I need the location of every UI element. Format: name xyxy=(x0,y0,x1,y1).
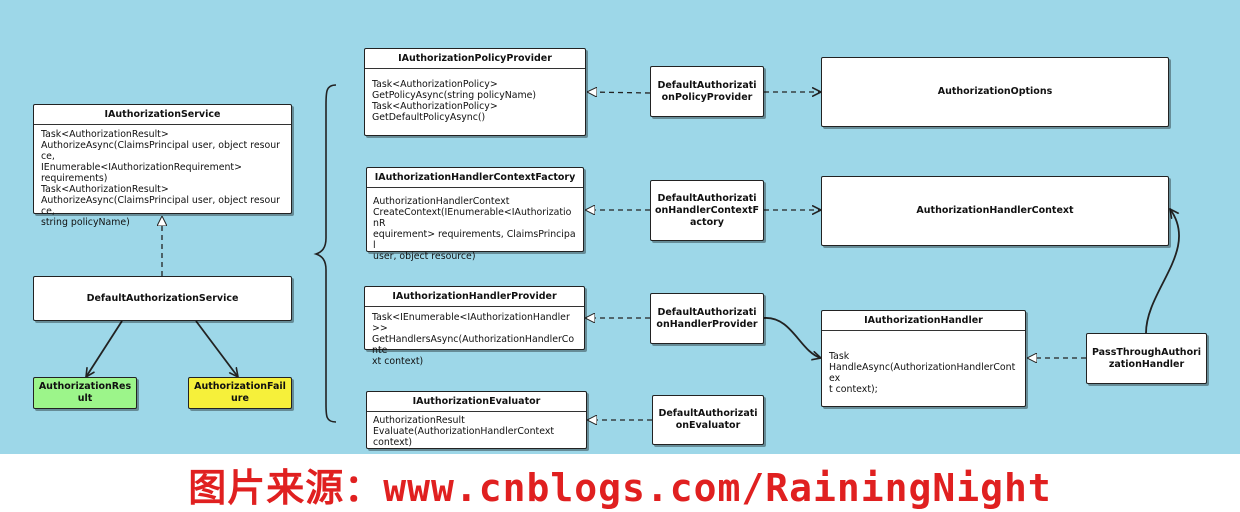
default-authorization-handler-provider-box: DefaultAuthorizati onHandlerProvider xyxy=(650,293,764,344)
authorization-options-box: AuthorizationOptions xyxy=(821,57,1169,127)
box-label: DefaultAuthorizationService xyxy=(86,292,239,304)
box-body: Task<AuthorizationResult> AuthorizeAsync… xyxy=(41,129,281,228)
authorization-handler-context-box: AuthorizationHandlerContext xyxy=(821,176,1169,246)
iauthorization-handler-provider-box: IAuthorizationHandlerProvider Task<IEnum… xyxy=(364,286,585,367)
box-label: DefaultAuthorizati onHandlerContextF act… xyxy=(655,192,760,228)
box-title: IAuthorizationService xyxy=(34,105,291,125)
box-label: AuthorizationFail ure xyxy=(194,381,286,404)
box-body: AuthorizationResult Evaluate(Authorizati… xyxy=(373,415,555,448)
authorization-failure-box: AuthorizationFail ure xyxy=(188,377,292,409)
box-body: Task<AuthorizationPolicy> GetPolicyAsync… xyxy=(372,79,537,123)
default-authorization-policy-provider-box: DefaultAuthorizati onPolicyProvider xyxy=(650,66,764,117)
authorization-result-box: AuthorizationRes ult xyxy=(33,377,137,409)
box-title: IAuthorizationPolicyProvider xyxy=(365,49,585,69)
box-label: AuthorizationHandlerContext xyxy=(916,205,1074,216)
pass-through-authorization-handler-box: PassThroughAuthori zationHandler xyxy=(1086,333,1207,384)
box-body: Task<IEnumerable<IAuthorizationHandler>>… xyxy=(372,312,575,367)
default-authorization-handler-context-factory-box: DefaultAuthorizati onHandlerContextF act… xyxy=(650,180,764,241)
iauthorization-handler-box: IAuthorizationHandler Task HandleAsync(A… xyxy=(821,310,1026,407)
box-body: Task HandleAsync(AuthorizationHandlerCon… xyxy=(829,351,1016,395)
iauthorization-policy-provider-box: IAuthorizationPolicyProvider Task<Author… xyxy=(364,48,586,136)
box-label: DefaultAuthorizati onHandlerProvider xyxy=(656,306,758,330)
box-label: DefaultAuthorizati onEvaluator xyxy=(658,408,758,431)
box-title: IAuthorizationHandlerContextFactory xyxy=(367,168,583,188)
box-label: AuthorizationOptions xyxy=(937,86,1053,97)
default-authorization-evaluator-box: DefaultAuthorizati onEvaluator xyxy=(652,395,764,445)
image-source-caption: 图片来源：www.cnblogs.com/RainingNight xyxy=(188,465,1052,510)
default-authorization-service-box: DefaultAuthorizationService xyxy=(33,276,292,321)
box-label: DefaultAuthorizati onPolicyProvider xyxy=(657,79,757,103)
box-body: AuthorizationHandlerContext CreateContex… xyxy=(373,196,576,262)
iauthorization-service-box: IAuthorizationService Task<Authorization… xyxy=(33,104,292,228)
box-label: PassThroughAuthori zationHandler xyxy=(1091,346,1202,370)
box-title: IAuthorizationHandler xyxy=(822,311,1025,331)
iauthorization-evaluator-box: IAuthorizationEvaluator AuthorizationRes… xyxy=(366,391,587,449)
box-label: AuthorizationRes ult xyxy=(38,381,132,404)
iauthorization-handler-context-factory-box: IAuthorizationHandlerContextFactory Auth… xyxy=(366,167,584,262)
box-title: IAuthorizationEvaluator xyxy=(367,392,586,412)
box-title: IAuthorizationHandlerProvider xyxy=(365,287,584,307)
